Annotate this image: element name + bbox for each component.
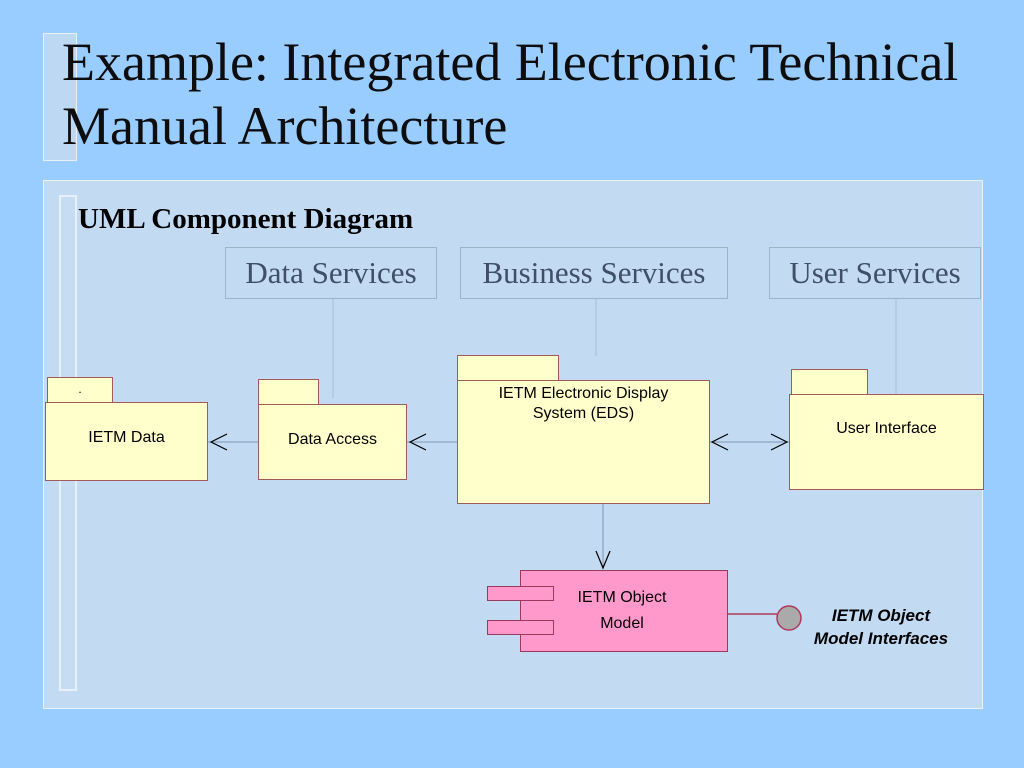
interface-label-line2: Model Interfaces [813,629,949,648]
component-label-line2: Model [600,615,644,632]
diagram-heading: UML Component Diagram [78,203,414,235]
package-label-user-interface: User Interface [836,420,937,437]
arrowhead-object-model [595,550,611,570]
component-ietm-object-model [520,570,728,652]
package-tab-data-access [258,379,319,406]
component-label-line1: IETM Object [577,589,667,606]
tier-user-services: User Services [769,247,981,299]
package-tab-label: . [78,382,82,396]
package-ietm-data: IETM Data [45,402,208,481]
package-user-interface: User Interface [789,394,984,490]
component-label: IETM Object Model [540,585,704,637]
component-tab-lower [487,620,554,635]
interface-label-line1: IETM Object [831,606,931,625]
package-label-eds-line2: System (EDS) [532,405,635,422]
interface-lollipop-icon [776,605,802,631]
package-label-eds-line1: IETM Electronic Display [498,385,669,402]
package-label-ietm-data: IETM Data [88,429,165,446]
tier-business-services: Business Services [460,247,728,299]
title-accent-bar [43,33,77,161]
arrowhead-ietm-data [209,433,228,451]
package-tab-eds [457,355,559,382]
arrowhead-eds-left [710,433,729,451]
package-data-access: Data Access [258,404,407,480]
component-tab-upper [487,586,554,601]
slide-title: Example: Integrated Electronic Technical… [62,32,959,156]
package-label-data-access: Data Access [288,431,377,448]
arrowhead-user-interface [770,433,789,451]
package-tab-user-interface [791,369,868,396]
arrowhead-data-access [408,433,427,451]
package-tab-ietm-data: . [47,377,113,404]
package-eds: IETM Electronic Display System (EDS) [457,380,710,504]
tier-data-services: Data Services [225,247,437,299]
interface-label: IETM Object Model Interfaces [796,604,966,650]
